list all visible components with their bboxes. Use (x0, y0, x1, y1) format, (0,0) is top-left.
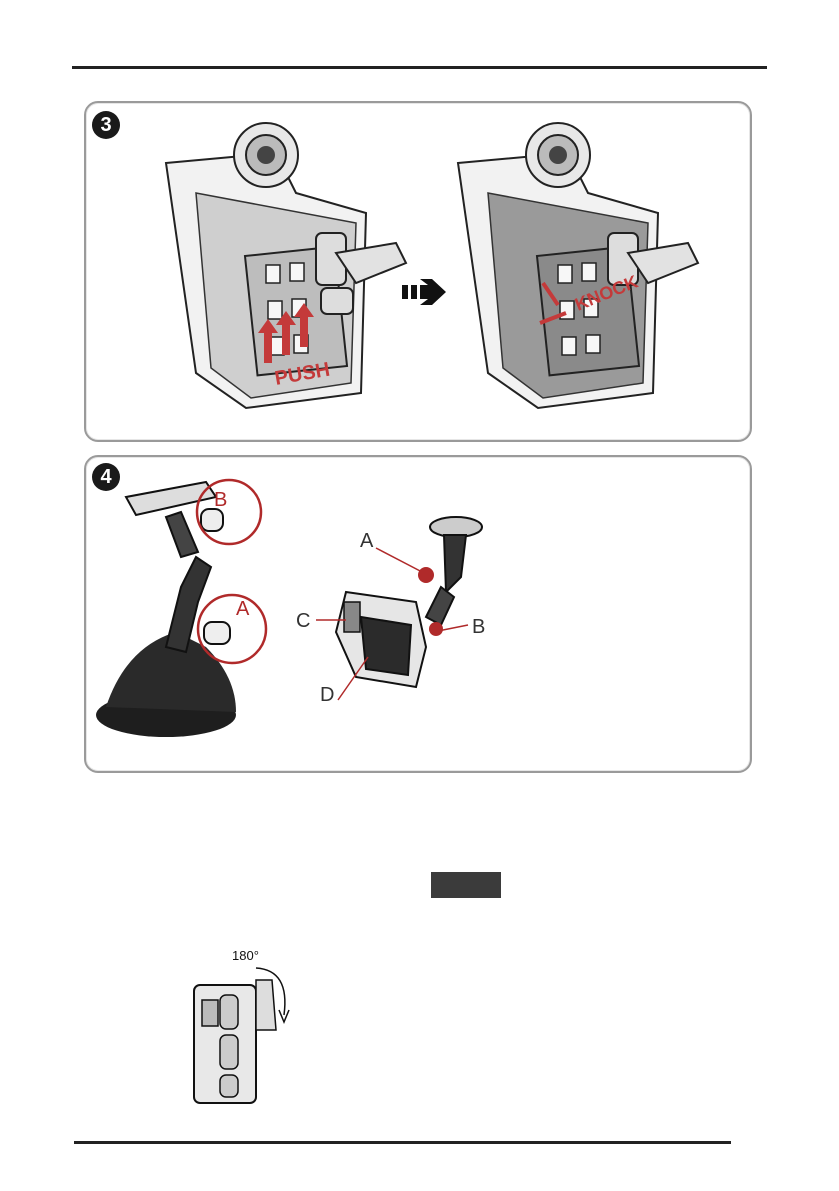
callout-b: B (472, 616, 485, 638)
step-4-panel: 4 B A (84, 455, 752, 773)
rotation-illustration: 180° (180, 940, 320, 1110)
next-arrow-icon (402, 279, 446, 305)
footer-rule (74, 1141, 731, 1144)
rotation-angle-label: 180° (232, 948, 259, 963)
assembled-camera: A B C D (296, 517, 485, 706)
section-tab (431, 872, 501, 898)
suction-mount: B A (96, 480, 266, 737)
header-rule (72, 66, 767, 69)
step-3-illustration: PUSH (86, 103, 750, 440)
callout-c: C (296, 610, 310, 632)
camera-right: KNOCK (458, 123, 698, 408)
mount-callout-b: B (214, 489, 227, 511)
camera-left: PUSH (166, 123, 406, 408)
mount-callout-a: A (236, 598, 250, 620)
step-3-panel: 3 PUSH (84, 101, 752, 442)
step-4-illustration: B A A B C D (86, 457, 750, 771)
callout-d: D (320, 684, 334, 706)
callout-a: A (360, 530, 374, 552)
